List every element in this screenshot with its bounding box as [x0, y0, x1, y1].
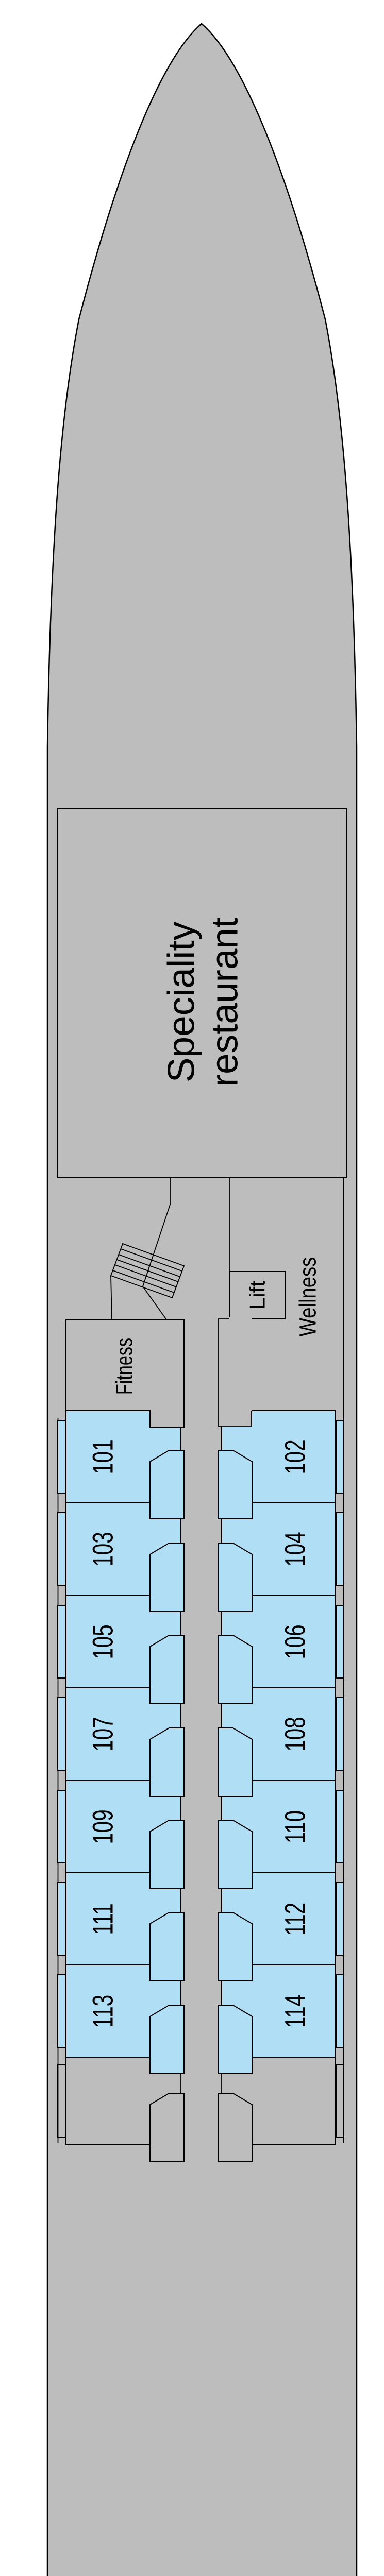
cabin-window: [336, 1605, 344, 1679]
cabin-number-101: 101: [87, 1439, 119, 1474]
cabin-bathroom: [149, 2005, 185, 2074]
cabin-bathroom: [218, 1543, 253, 1612]
cabin-number-107: 107: [87, 1717, 119, 1751]
cabin-window: [57, 1420, 66, 1494]
cabin-column-starboard: 102 104 106 108 110 112 114: [218, 1177, 344, 2162]
lift-outline: [229, 1271, 286, 1319]
cabin-bathroom: [218, 1912, 253, 1981]
cabin-number-114: 114: [279, 1995, 311, 2028]
stairs-handrail-line: [142, 1177, 171, 1319]
cabin-window: [57, 1790, 66, 1863]
cabin-window: [57, 1512, 66, 1586]
cabin-column-port: Fitness 101 103 105 107 109 111 113: [57, 1319, 185, 2162]
speciality-restaurant-label-line2: restaurant: [204, 918, 246, 1087]
cabin-window: [57, 1882, 66, 1956]
speciality-restaurant-label-line1: Speciality: [161, 921, 203, 1082]
lift-room: Lift: [229, 1177, 286, 1319]
cabin-bathroom: [218, 2005, 253, 2074]
fitness-room: Fitness: [65, 1319, 185, 1428]
cabin-window: [57, 1974, 66, 2048]
speciality-restaurant-room: Speciality restaurant: [57, 808, 347, 1178]
cabin-number-106: 106: [279, 1624, 311, 1659]
cabin-bathroom: [149, 1450, 185, 1519]
cabin-bathroom: [218, 1727, 253, 1797]
fitness-label: Fitness: [112, 1338, 138, 1395]
crew-window: [336, 2064, 344, 2138]
cabin-window: [336, 1790, 344, 1863]
cabin-number-111: 111: [87, 1903, 119, 1935]
crew-bathroom: [149, 2093, 185, 2162]
crew-bathroom: [218, 2093, 253, 2162]
cabin-window: [57, 1605, 66, 1679]
cabin-bathroom: [149, 1727, 185, 1797]
cabin-window: [336, 1974, 344, 2048]
lift-label: Lift: [245, 1281, 270, 1310]
cabin-number-105: 105: [87, 1624, 119, 1659]
cabin-number-103: 103: [87, 1532, 119, 1566]
cabin-bathroom: [149, 1820, 185, 1889]
crew-window: [57, 2064, 66, 2138]
cabin-bathroom: [149, 1635, 185, 1704]
cabin-number-108: 108: [279, 1717, 311, 1751]
cabin-window: [336, 1512, 344, 1586]
cabin-bathroom: [149, 1543, 185, 1612]
cabin-number-109: 109: [87, 1809, 119, 1844]
cabin-bathroom: [218, 1820, 253, 1889]
cabin-number-104: 104: [279, 1532, 311, 1566]
cabin-window: [336, 1420, 344, 1494]
starboard-step-area: [218, 1317, 252, 1426]
cabin-window: [336, 1697, 344, 1771]
cabin-bathroom: [218, 1635, 253, 1704]
stairs-icon: [110, 1177, 185, 1319]
cabin-bathroom: [218, 1450, 253, 1519]
wellness-label: Wellness: [295, 1257, 321, 1336]
cabin-number-112: 112: [279, 1903, 311, 1936]
starboard-step-walls: [218, 1318, 252, 1427]
cabin-number-113: 113: [87, 1995, 119, 2028]
speciality-restaurant-outline: [57, 808, 347, 1178]
cabin-window: [57, 1697, 66, 1771]
cabin-number-102: 102: [279, 1439, 311, 1474]
cabin-number-110: 110: [279, 1810, 311, 1843]
cabin-bathroom: [149, 1912, 185, 1981]
cabin-window: [336, 1882, 344, 1956]
fitness-outline: [65, 1319, 185, 1428]
